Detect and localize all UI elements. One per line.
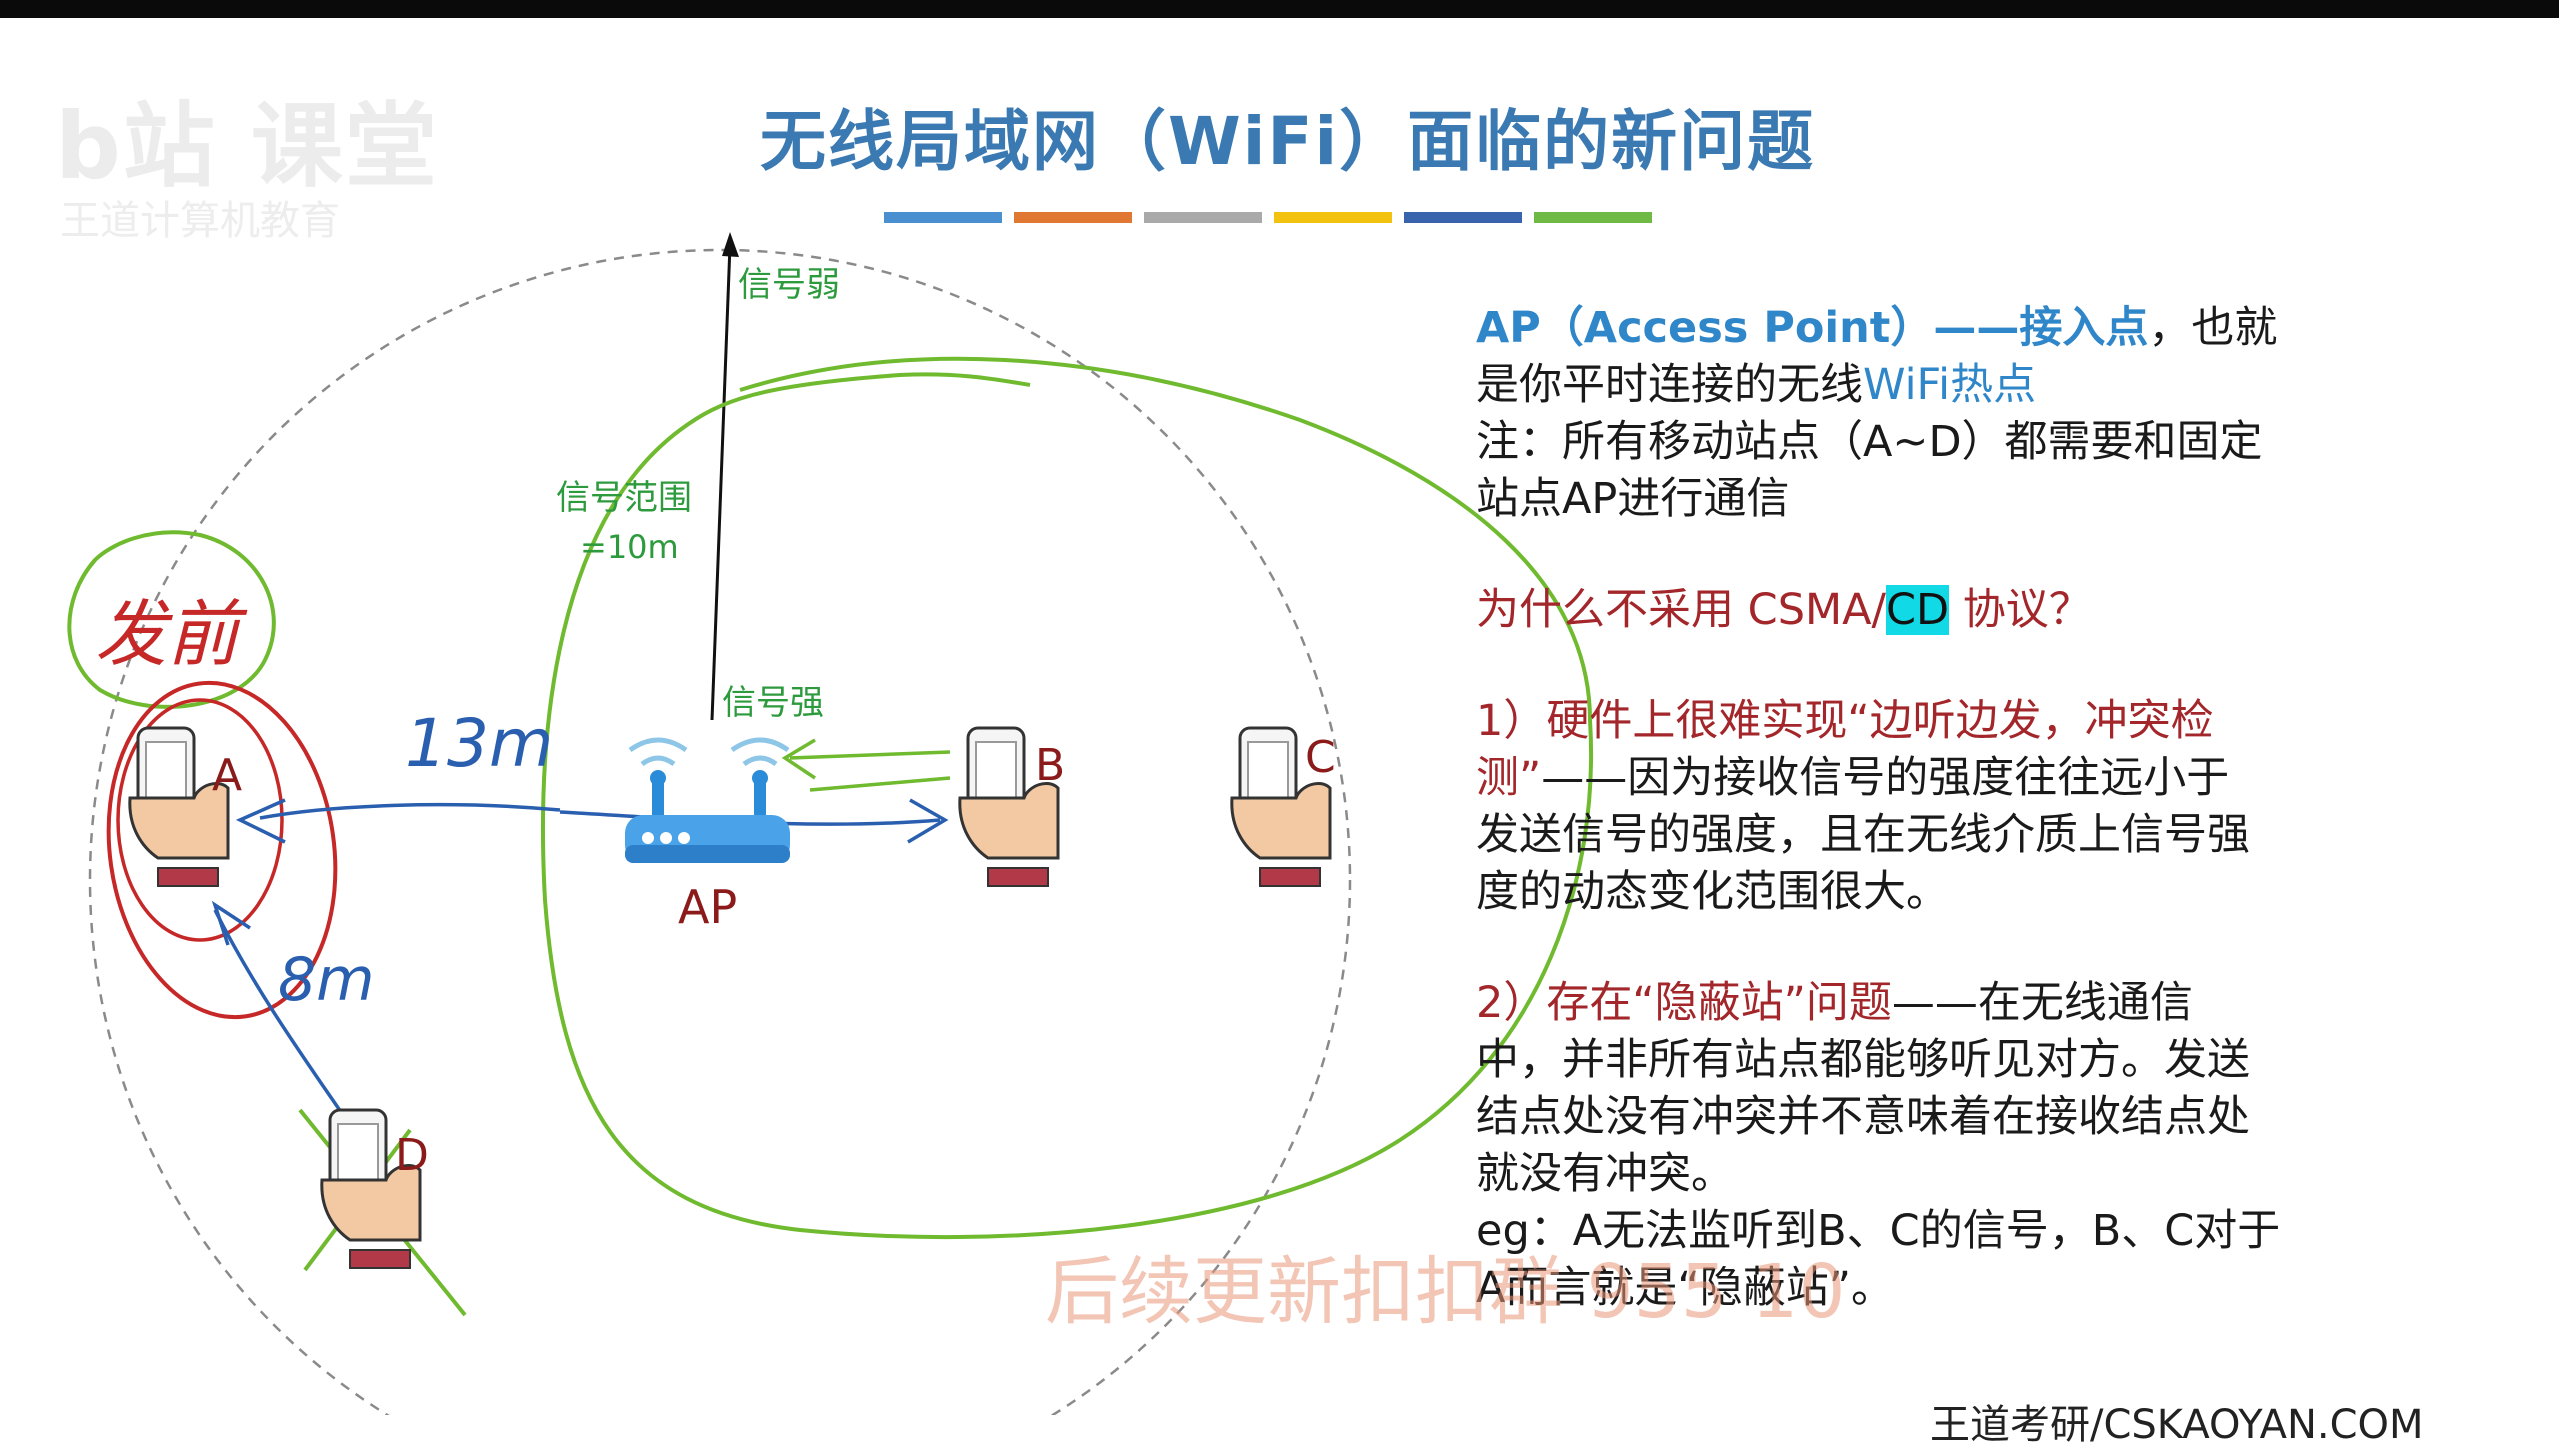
label-station-d: D: [395, 1130, 429, 1181]
phone-a-icon: [128, 726, 230, 887]
title-color-bar-1: [884, 212, 1002, 223]
question-text-b: 协议？: [1949, 585, 2092, 635]
handwriting-13m: 13m: [405, 705, 554, 782]
signal-arrow-line: [710, 244, 732, 721]
example-line2: A而言就是“隐蔽站”。: [1476, 1263, 1894, 1313]
phone-c-icon: [1230, 726, 1332, 887]
handwriting-8m: 8m: [278, 945, 375, 1015]
brand-logo-subtitle: 王道计算机教育: [60, 198, 340, 244]
reason2-line1-rest: ——在无线通信: [1891, 978, 2193, 1028]
ap-definition-line1: AP（Access Point）——接入点，也就: [1476, 300, 2476, 357]
watermark-number: 955 10: [1586, 1249, 1846, 1335]
watermark-main: 后续更新扣扣群: [1045, 1249, 1587, 1335]
signal-range-circle: [88, 248, 1352, 1415]
label-signal-weak: 信号弱: [738, 265, 840, 305]
blue-arrow-d: [211, 900, 251, 946]
phone-d-icon: [320, 1108, 422, 1269]
green-annotation-loop: [541, 356, 1594, 1240]
ap-definition-title: AP（Access Point）——接入点: [1476, 303, 2149, 353]
reason1-line2-rest: ——因为接收信号的强度往往远小于: [1541, 753, 2230, 803]
red-circle-inner: [116, 698, 284, 942]
title-color-bar-4: [1274, 212, 1392, 223]
explanation-panel: AP（Access Point）——接入点，也就 是你平时连接的无线WiFi热点…: [1476, 300, 2476, 1317]
watermark-text: 后续更新扣扣群 955 10: [1045, 1232, 1845, 1339]
note-line1: 注：所有移动站点（A~D）都需要和固定: [1476, 417, 2263, 467]
title-color-bar-6: [1534, 212, 1652, 223]
green-arrow-b-ap-2: [809, 776, 951, 792]
label-signal-range-value: =10m: [580, 528, 679, 566]
blue-line-ap-to-a: [259, 802, 561, 820]
blue-arrow-b: [907, 798, 949, 844]
note-line2: 站点AP进行通信: [1476, 474, 1790, 524]
reason1-line4: 度的动态变化范围很大。: [1476, 867, 1949, 917]
wifi-diagram: [67, 232, 1594, 1415]
reason2-title: 2）存在“隐蔽站”问题: [1476, 978, 1892, 1028]
label-station-a: A: [212, 750, 243, 801]
reason2-line4: 就没有冲突。: [1476, 1149, 1734, 1199]
green-arrow-b-ap-1: [789, 750, 951, 760]
title-color-bar-3: [1144, 212, 1262, 223]
reason1-line3: 发送信号的强度，且在无线介质上信号强: [1476, 810, 2250, 860]
phone-b-icon: [958, 726, 1060, 887]
reason1-line2-red: 测”: [1476, 753, 1542, 803]
label-signal-range: 信号范围: [556, 478, 692, 518]
question-highlight-cd: CD: [1886, 585, 1950, 635]
title-color-bar-2: [1014, 212, 1132, 223]
ap-definition-line2-text: 是你平时连接的无线: [1476, 360, 1863, 410]
label-station-b: B: [1035, 740, 1066, 791]
ap-definition-line2: 是你平时连接的无线WiFi热点: [1476, 357, 2476, 414]
green-circle-note: [67, 530, 276, 709]
label-signal-strong: 信号强: [722, 683, 824, 723]
reason2-line1: 2）存在“隐蔽站”问题——在无线通信: [1476, 975, 2476, 1032]
top-black-bar: [0, 0, 2559, 18]
label-ap: AP: [678, 880, 738, 934]
green-arrow-head: [781, 738, 816, 780]
question-line: 为什么不采用 CSMA/CD 协议？: [1476, 582, 2476, 639]
ap-definition-rest: ，也就: [2148, 303, 2278, 353]
reason1-line2: 测”——因为接收信号的强度往往远小于: [1476, 750, 2476, 807]
signal-arrow-head: [722, 232, 739, 257]
red-circle-outer: [106, 680, 338, 1020]
title-color-bar-5: [1404, 212, 1522, 223]
slide-title: 无线局域网（WiFi）面临的新问题: [760, 103, 1816, 180]
router-icon: [625, 737, 790, 863]
label-station-c: C: [1305, 732, 1336, 783]
footer-site: 王道考研/CSKAOYAN.COM: [1930, 1402, 2424, 1448]
example-line1: eg：A无法监听到B、C的信号，B、C对于: [1476, 1206, 2281, 1256]
handwriting-send-before: 发前: [95, 592, 240, 676]
reason2-line2: 中，并非所有站点都能够听见对方。发送: [1476, 1035, 2250, 1085]
brand-logo: b站 课堂: [55, 93, 439, 200]
blue-arrow-a: [235, 798, 286, 844]
ap-definition-wifi-hotspot: WiFi热点: [1863, 360, 2037, 410]
question-text-a: 为什么不采用 CSMA/: [1476, 585, 1886, 635]
reason2-line3: 结点处没有冲突并不意味着在接收结点处: [1476, 1092, 2250, 1142]
reason1-line1: 1）硬件上很难实现“边听边发，冲突检: [1476, 696, 2214, 746]
